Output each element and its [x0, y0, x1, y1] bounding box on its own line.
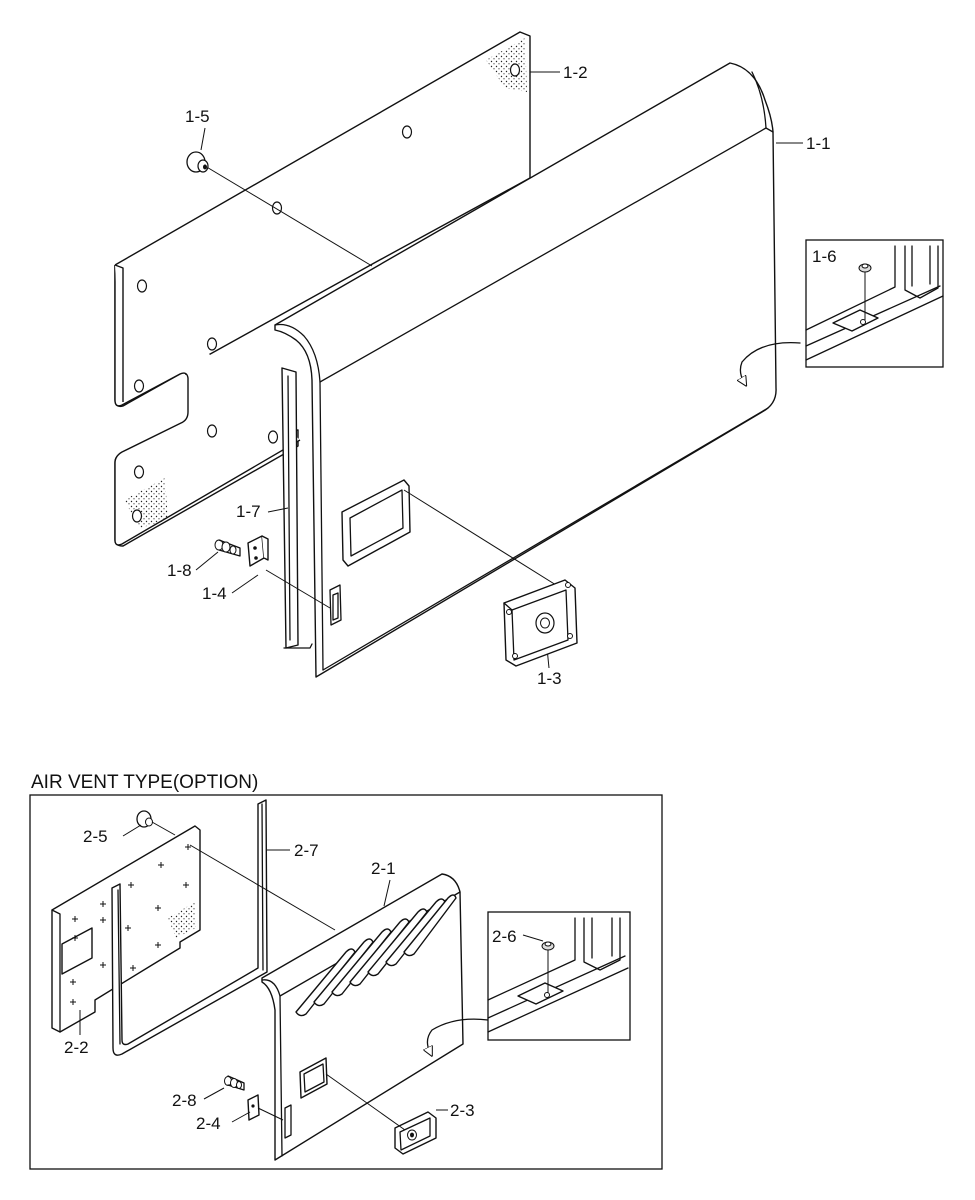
part-labels: 1-2 1-1 1-5 1-6 1-7 1-8 1-4 1-3 2-5 2-7 … [64, 63, 837, 1133]
label-1-8: 1-8 [167, 561, 192, 580]
label-2-5: 2-5 [83, 827, 108, 846]
label-1-5: 1-5 [185, 107, 210, 126]
label-2-7: 2-7 [294, 841, 319, 860]
label-1-7: 1-7 [236, 502, 261, 521]
clip-2-5 [136, 810, 153, 828]
label-2-3: 2-3 [450, 1101, 475, 1120]
door-lock-1-3 [503, 579, 578, 667]
bolt-1-8 [214, 539, 241, 557]
door-seal-1-7 [281, 367, 313, 649]
leader-lines-upper [195, 71, 859, 669]
label-2-4: 2-4 [196, 1114, 221, 1133]
clip-1-5 [186, 151, 209, 173]
detail-inset-2-6 [487, 911, 631, 1041]
label-2-8: 2-8 [172, 1091, 197, 1110]
label-1-6: 1-6 [812, 247, 837, 266]
section-title: AIR VENT TYPE(OPTION) [31, 772, 258, 793]
label-1-1: 1-1 [806, 134, 831, 153]
pad-fastener-marks [70, 844, 191, 1005]
bolt-2-8 [224, 1075, 245, 1091]
door-panel-2-1 [261, 873, 489, 1161]
insulation-pad-2-2 [51, 825, 201, 1033]
label-1-2: 1-2 [563, 63, 588, 82]
bracket-2-4 [247, 1094, 260, 1121]
label-1-4: 1-4 [202, 584, 227, 603]
label-1-3: 1-3 [537, 669, 562, 688]
leader-lines-lower [79, 821, 544, 1131]
option-frame [29, 794, 663, 1170]
label-2-2: 2-2 [64, 1038, 89, 1057]
air-vent-slots [295, 894, 457, 1017]
detail-inset-1-6 [805, 239, 944, 368]
door-lock-2-3 [394, 1111, 437, 1155]
insulation-pad-1-2 [114, 31, 531, 547]
label-2-1: 2-1 [371, 859, 396, 878]
door-panel-1-1 [274, 62, 801, 678]
bracket-1-4 [247, 535, 269, 567]
label-2-6: 2-6 [492, 927, 517, 946]
